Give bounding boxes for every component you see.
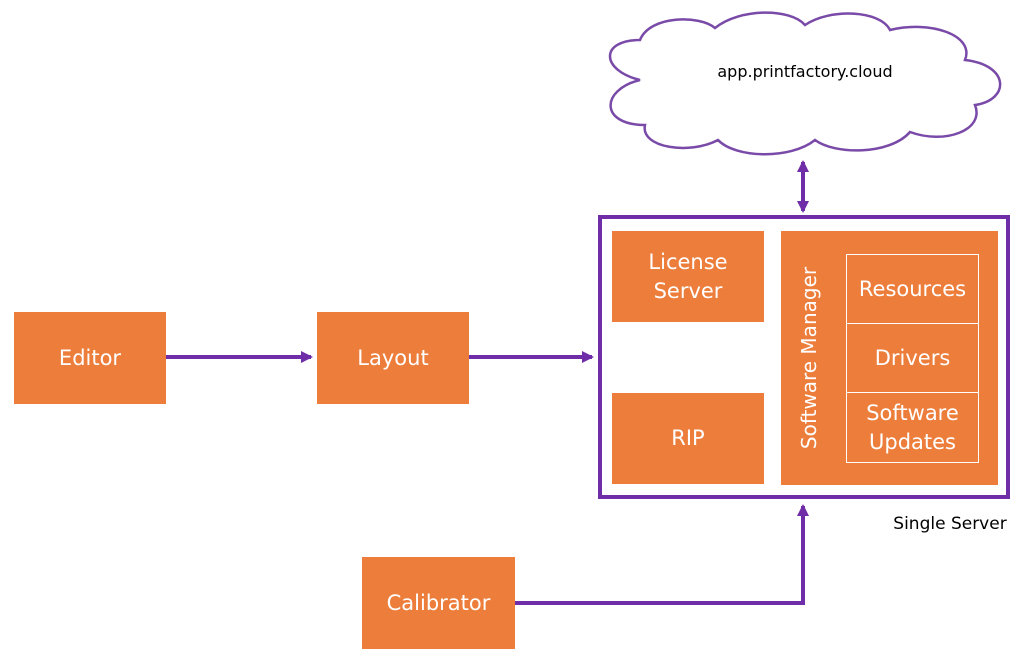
rip-box: RIP bbox=[612, 393, 764, 484]
layout-box: Layout bbox=[317, 312, 469, 404]
software-updates-label-line2: Updates bbox=[869, 429, 956, 454]
single-server-caption: Single Server bbox=[893, 514, 1007, 534]
license-server-label-line1: License bbox=[648, 249, 728, 274]
resources-box: Resources bbox=[846, 254, 979, 324]
cloud-shape bbox=[608, 11, 1002, 156]
software-manager-label-wrap: Software Manager bbox=[785, 232, 833, 484]
license-server-label-line2: Server bbox=[653, 278, 723, 303]
calibrator-label: Calibrator bbox=[386, 590, 491, 615]
software-manager-label: Software Manager bbox=[797, 266, 821, 450]
license-server-box: License Server bbox=[612, 231, 764, 322]
single-server-frame bbox=[598, 215, 1010, 499]
software-updates-box: Software Updates bbox=[846, 392, 979, 463]
calibrator-box: Calibrator bbox=[362, 557, 515, 649]
drivers-label: Drivers bbox=[874, 345, 951, 370]
editor-box: Editor bbox=[14, 312, 166, 404]
software-manager-box bbox=[781, 231, 998, 485]
cloud-label: app.printfactory.cloud bbox=[717, 62, 893, 81]
rip-label: RIP bbox=[671, 426, 705, 450]
drivers-box: Drivers bbox=[846, 323, 979, 393]
calibrator-server-arrow bbox=[515, 504, 809, 605]
software-updates-label-line1: Software bbox=[866, 400, 959, 425]
editor-label: Editor bbox=[58, 345, 122, 370]
layout-label: Layout bbox=[357, 345, 429, 370]
resources-label: Resources bbox=[858, 276, 967, 301]
